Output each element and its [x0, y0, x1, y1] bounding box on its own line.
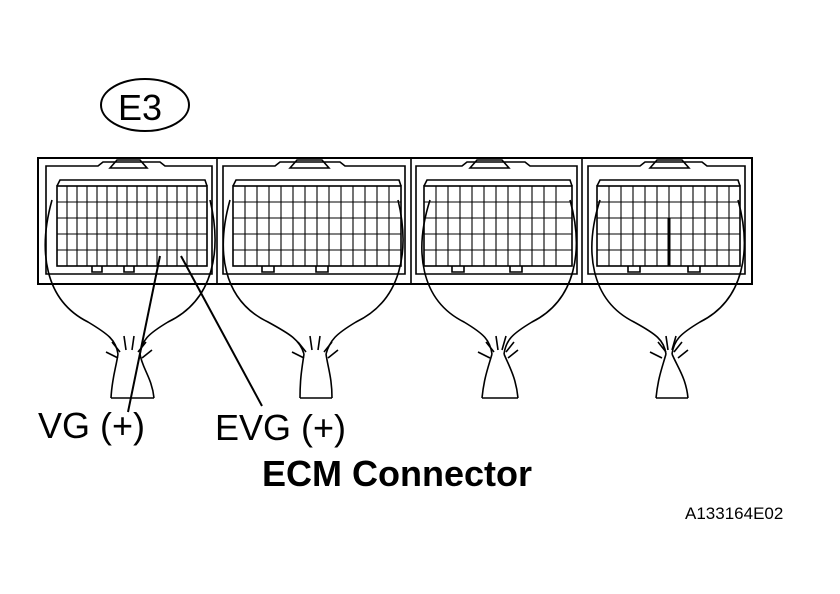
connector-block-3	[415, 159, 578, 275]
evg-leader-line	[180, 255, 263, 407]
block-dividers	[216, 158, 583, 284]
pin-label-evg: EVG (+)	[215, 407, 347, 448]
wire-harness-1	[44, 199, 216, 399]
figure-code: A133164E02	[685, 504, 784, 523]
connector-housing	[37, 157, 753, 285]
wire-harness-3	[421, 199, 578, 399]
connector-id-ellipse	[100, 78, 190, 132]
connector-block-1	[45, 159, 213, 275]
vg-leader-line	[127, 255, 161, 413]
connector-id-label: E3	[118, 87, 163, 128]
diagram-title: ECM Connector	[262, 453, 532, 494]
connector-block-4	[587, 159, 746, 275]
pin-label-vg: VG (+)	[38, 405, 146, 446]
connector-block-2	[222, 159, 406, 275]
wire-harness-2	[222, 199, 404, 399]
wire-harness-4	[591, 199, 746, 399]
